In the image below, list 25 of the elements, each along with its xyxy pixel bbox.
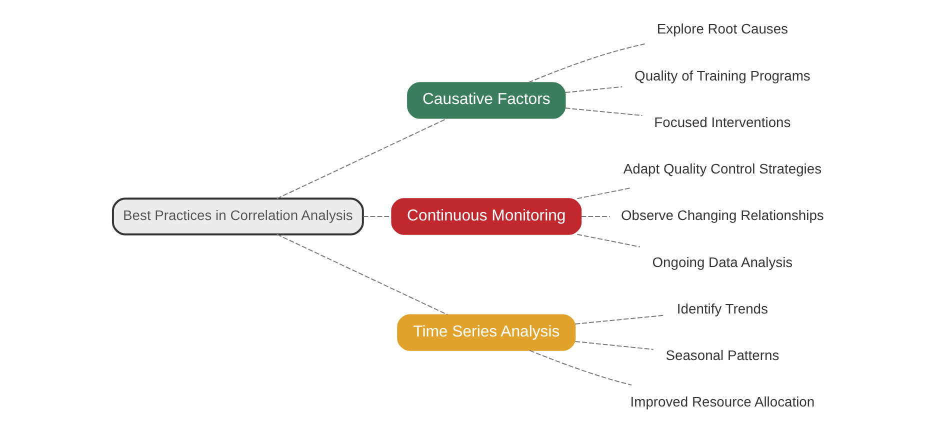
node-text: Explore Root Causes (656, 20, 788, 37)
node-text: Focused Interventions (654, 114, 791, 130)
node-text: Adapt Quality Control Strategies (623, 160, 822, 177)
connector (574, 340, 654, 350)
node-box: Time Series Analysis (397, 314, 576, 351)
connector (576, 234, 640, 248)
connector (362, 216, 392, 217)
node-text: Seasonal Patterns (666, 347, 780, 364)
node-text: Observe Changing Relationships (621, 207, 824, 224)
connector (528, 43, 646, 83)
node-text: Identify Trends (676, 300, 768, 316)
node-text: Improved Resource Allocation (630, 394, 815, 410)
node-box: Continuous Monitoring (391, 198, 582, 235)
connector (564, 108, 643, 116)
connector (564, 86, 623, 94)
node-box: Causative Factors (407, 82, 566, 119)
connector (574, 314, 664, 324)
node-box: Best Practices in Correlation Analysis (112, 198, 364, 236)
node-text: Quality of Training Programs (634, 67, 810, 84)
node-text: Ongoing Data Analysis (652, 254, 793, 270)
connector (529, 350, 632, 386)
connector (580, 216, 610, 217)
connector (276, 118, 448, 200)
connector (576, 187, 632, 200)
connector (276, 234, 448, 316)
